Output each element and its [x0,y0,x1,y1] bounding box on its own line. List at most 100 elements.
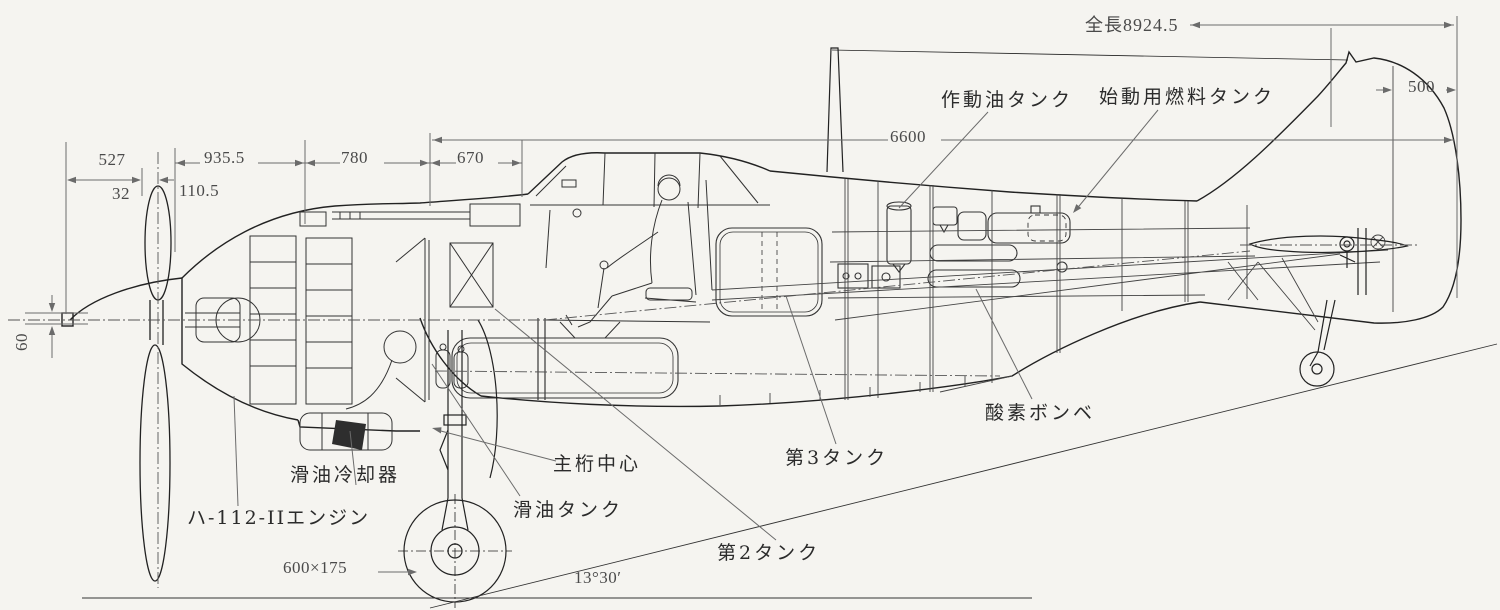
dim-935-5: 935.5 [204,148,245,167]
machine-gun-barrel [332,211,470,220]
oil-cooler-box [299,412,393,451]
seat-cushion [645,287,693,301]
dim-670: 670 [457,148,484,167]
airframe-outline [61,50,1462,432]
dim-60: 60 [12,333,31,351]
exhaust-stack [332,420,366,450]
main-spar [537,318,546,400]
dim-tire-size: 600×175 [283,558,348,577]
label-engine: ハ-112-IIエンジン [187,507,371,529]
cowl-top [181,193,529,279]
oxygen-bottle-2 [927,269,1021,288]
gun-breech [469,203,521,227]
pilot-head [657,177,681,201]
dim-32: 32 [112,184,130,203]
canopy-frames [530,152,770,209]
label-no2-tank: 第2タンク [717,542,821,564]
pilot-body [577,199,663,328]
propeller-blade-lower [139,344,171,582]
wing-ribs [719,376,966,405]
wing-details [537,318,1013,405]
leader-engine [233,395,239,507]
leader-tank2 [494,308,777,541]
gear-door [477,319,498,479]
starter-fuel-tank [987,212,1071,244]
engine-internals [185,203,582,451]
tanks-equipment [451,201,1071,399]
fuselage-spine [769,170,1198,202]
label-no3-tank: 第3タンク [785,447,889,469]
battery-box [837,263,869,289]
no3-tank [715,227,823,317]
hydraulic-oil-tank [886,205,912,265]
seat [644,179,713,303]
dim-110-5: 110.5 [179,181,220,200]
rudder-horn [1370,234,1386,250]
dimension-arrowheads [48,21,1456,576]
dimension-lines [25,16,1458,573]
leader-tank3 [785,295,837,445]
flap-line [939,375,1013,393]
gunsight [561,179,577,188]
radio-box [957,211,987,241]
leader-cooler [349,430,357,486]
tail-bracing [1227,257,1319,331]
tailplane-tailwheel [1248,228,1409,387]
label-oxygen-bottles: 酸素ボンベ [985,402,1096,424]
cockpit [530,152,770,339]
wing-chord-line [434,370,1001,377]
label-main-spar-center: 主桁中心 [553,453,642,475]
control-cables [711,249,1389,321]
cylinder-bank-rear [305,237,353,405]
dim-ground-angle: 13°30′ [574,568,622,587]
belly-outline [480,301,1201,408]
instrument-panel [545,209,551,269]
fin-rudder-outline [1196,50,1462,324]
cockpit-floor [544,314,711,339]
centerlines [8,152,1420,588]
dim-500: 500 [1408,77,1435,96]
antenna-mast [826,47,844,173]
spinner-outline [69,277,299,421]
leader-oxygen [975,288,1033,400]
propeller [139,185,172,582]
label-oil-tank: 滑油タンク [513,499,624,521]
magneto [299,211,327,227]
intake-pipe [345,359,393,410]
fuselage-frames [844,179,1248,400]
dim-6600: 6600 [890,127,926,146]
antenna [826,47,1349,173]
engine-mount-truss [395,237,430,403]
supercharger [383,330,417,364]
wing-leading-edge [419,317,482,397]
pilot-helmet [657,174,681,187]
tail-wheel [1299,351,1335,387]
leader-spar [436,429,557,462]
control-stick [597,267,605,309]
main-landing-gear [398,319,512,608]
main-gear-strut [439,330,469,531]
leader-hydraulic [898,111,989,209]
canopy-outline [527,152,771,195]
antenna-wire [831,49,1349,61]
tailplane-section [1248,235,1409,253]
filter-box [932,206,958,226]
oil-tank-cylinder-2 [453,351,469,389]
dim-780: 780 [341,148,368,167]
elevator-bellcrank [1339,236,1355,252]
fuselage-tank-box [449,242,494,308]
rear-fuselage-structure [711,66,1394,400]
three-point-angle-line [429,343,1498,609]
no2-tank [451,337,679,399]
ground-lines [82,343,1498,609]
leader-starter [1074,109,1159,212]
tailwheel-strut [1309,228,1367,367]
leader-oiltank [431,363,521,497]
oxygen-bottle-1 [929,244,1018,262]
fuselage-reference-line [544,250,1251,321]
label-hydraulic-oil-tank: 作動油タンク [941,89,1074,111]
dim-overall-length: 全長8924.5 [1085,15,1179,35]
dim-60-lines [25,295,88,358]
